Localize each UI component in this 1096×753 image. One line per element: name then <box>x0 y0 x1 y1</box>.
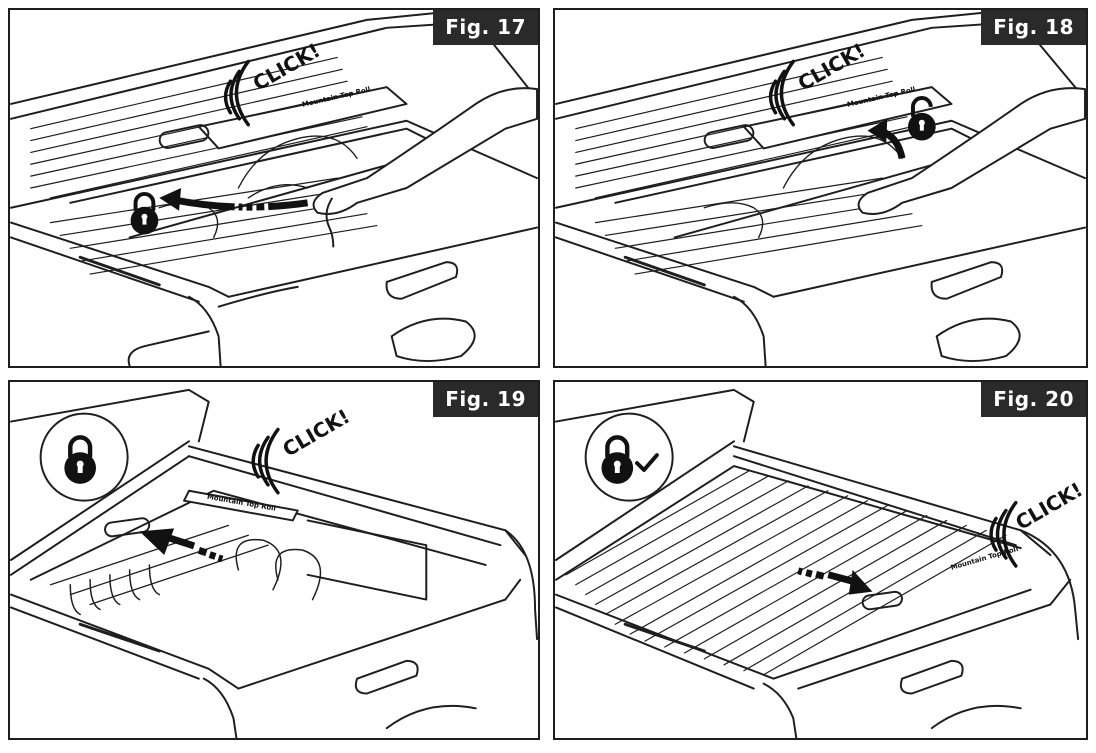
padlock-check-icon <box>601 435 659 484</box>
figure-label: Fig. 19 <box>433 382 538 417</box>
arrow-right-icon <box>797 567 873 595</box>
figure-20-illustration: CLICK! Mountain Top Roll <box>555 388 1086 738</box>
figure-label: Fig. 20 <box>981 382 1086 417</box>
sound-waves-icon <box>251 427 280 495</box>
figure-18-panel: CLICK! Mountain Top Roll Fig. 18 <box>553 8 1088 368</box>
brand-text: Mountain Top Roll <box>950 545 1019 572</box>
figure-19-panel: CLICK! Mountain Top Roll Fig. 19 <box>8 380 540 740</box>
padlock-open-icon <box>908 96 936 141</box>
figure-label: Fig. 17 <box>433 10 538 45</box>
figure-18-illustration: CLICK! Mountain Top Roll <box>555 10 1086 366</box>
figure-20-panel: CLICK! Mountain Top Roll Fig. 20 <box>553 380 1088 740</box>
figure-17-panel: CLICK! Mountain Top Roll Fig. 17 <box>8 8 540 368</box>
click-text: CLICK! <box>279 405 354 462</box>
sound-waves-icon <box>989 500 1018 568</box>
sound-waves-icon <box>768 59 796 127</box>
padlock-icon <box>130 191 159 235</box>
padlock-icon <box>64 435 96 484</box>
figure-17-illustration: CLICK! Mountain Top Roll <box>10 10 538 366</box>
arrow-left-icon <box>139 528 224 563</box>
click-text: CLICK! <box>794 39 869 96</box>
figure-19-illustration: CLICK! Mountain Top Roll <box>10 388 538 738</box>
click-text: CLICK! <box>249 39 324 96</box>
padlock-badge <box>39 412 129 502</box>
sound-waves-icon <box>223 59 251 127</box>
click-text: CLICK! <box>1012 478 1086 535</box>
figure-label: Fig. 18 <box>981 10 1086 45</box>
padlock-check-badge <box>584 412 674 502</box>
